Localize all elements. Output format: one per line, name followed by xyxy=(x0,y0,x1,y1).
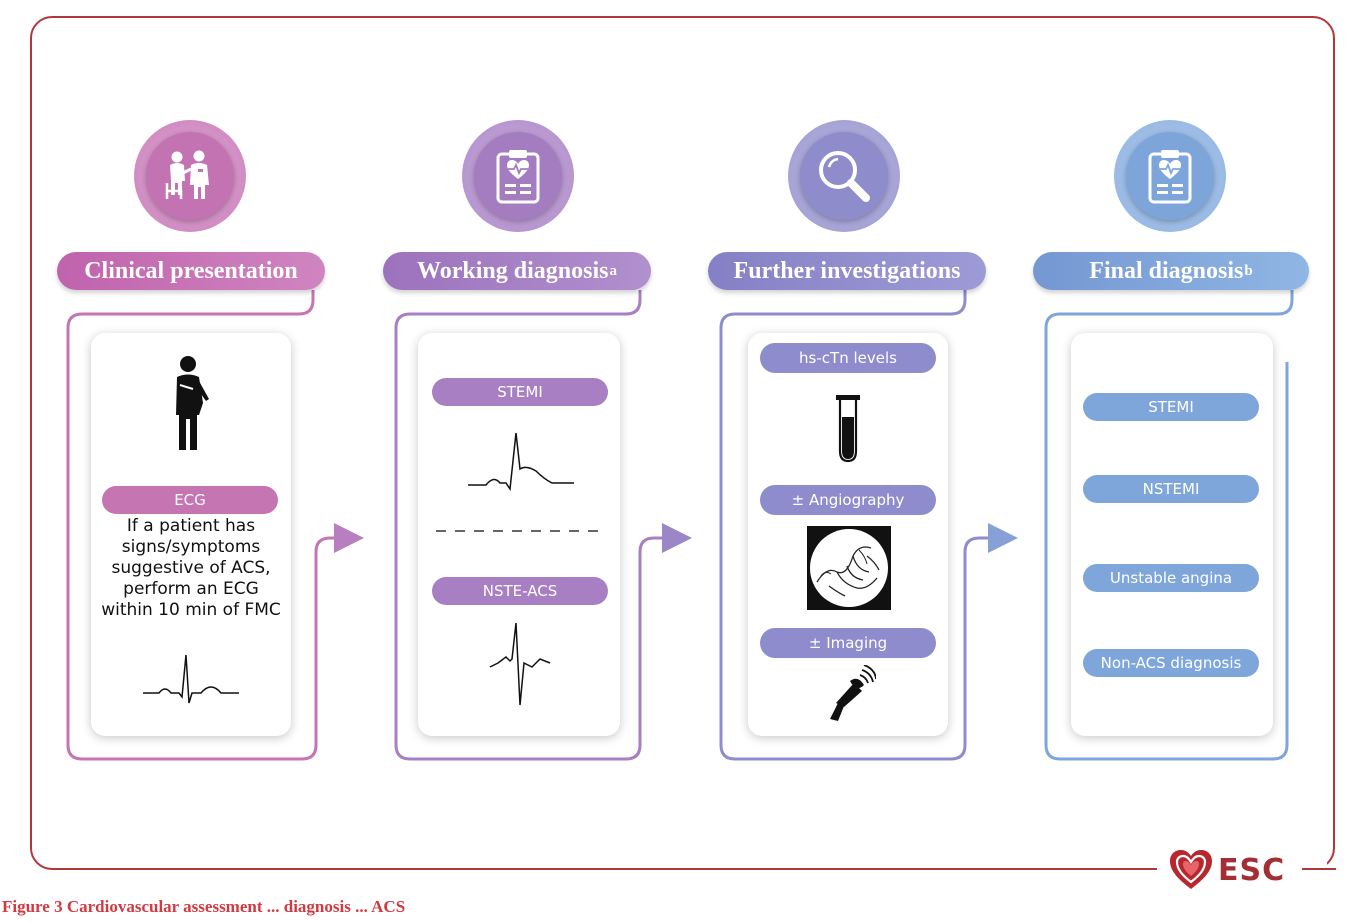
working-circle xyxy=(462,120,574,232)
magnifier-icon xyxy=(819,151,870,202)
final-card: STEMI NSTEMI Unstable angina Non-ACS dia… xyxy=(1071,333,1273,736)
angiography-image-icon xyxy=(807,526,891,610)
final-pill-non-acs: Non-ACS diagnosis xyxy=(1083,649,1259,677)
esc-logo-text: ESC xyxy=(1218,852,1286,888)
final-header-footnote: b xyxy=(1244,262,1253,279)
heart-logo-icon xyxy=(1170,850,1212,889)
working-pill-nste-acs: NSTE-ACS xyxy=(432,577,608,605)
chest-pain-person-icon xyxy=(176,356,209,450)
test-tube-icon xyxy=(836,395,860,463)
clinical-card: ECG If a patient has signs/symptoms sugg… xyxy=(91,333,291,736)
clipboard-heart-icon xyxy=(1148,150,1192,204)
clinical-circle-inner xyxy=(146,132,234,220)
esc-logo: ESC xyxy=(1168,848,1285,892)
doctor-patient-icon xyxy=(165,150,209,199)
further-header: Further investigations xyxy=(708,252,986,290)
nste-ecg-icon xyxy=(489,622,551,706)
figure-frame xyxy=(30,16,1335,870)
ecg-pill: ECG xyxy=(102,486,278,514)
further-card: hs-cTn levels ± Angiography ± Imaging xyxy=(748,333,948,736)
divider-dashed xyxy=(436,530,602,532)
working-header-label: Working diagnosis xyxy=(417,257,609,284)
clinical-circle xyxy=(134,120,246,232)
stemi-ecg-icon xyxy=(468,432,574,492)
final-circle xyxy=(1114,120,1226,232)
working-circle-inner xyxy=(474,132,562,220)
further-pill-imaging: ± Imaging xyxy=(760,628,936,658)
working-card: STEMI NSTE-ACS xyxy=(418,333,620,736)
ecg-instruction-text: If a patient has signs/symptoms suggesti… xyxy=(101,516,281,620)
further-pill-angiography: ± Angiography xyxy=(760,485,936,515)
figure-caption: Figure 3 Cardiovascular assessment ... d… xyxy=(2,897,406,916)
normal-ecg-icon xyxy=(143,654,239,704)
working-header-footnote: a xyxy=(609,262,617,279)
clipboard-heart-icon xyxy=(496,150,540,204)
clinical-header-label: Clinical presentation xyxy=(84,257,298,284)
frame-tail xyxy=(1302,868,1336,870)
ultrasound-probe-icon xyxy=(830,665,876,721)
final-pill-unstable-angina: Unstable angina xyxy=(1083,564,1259,592)
final-pill-nstemi: NSTEMI xyxy=(1083,475,1259,503)
final-circle-inner xyxy=(1126,132,1214,220)
further-circle xyxy=(788,120,900,232)
working-pill-stemi: STEMI xyxy=(432,378,608,406)
final-header-label: Final diagnosis xyxy=(1089,257,1244,284)
further-pill-hs-ctn: hs-cTn levels xyxy=(760,343,936,373)
further-header-label: Further investigations xyxy=(733,257,961,284)
further-circle-inner xyxy=(800,132,888,220)
clinical-header: Clinical presentation xyxy=(57,252,325,290)
final-pill-stemi: STEMI xyxy=(1083,393,1259,421)
